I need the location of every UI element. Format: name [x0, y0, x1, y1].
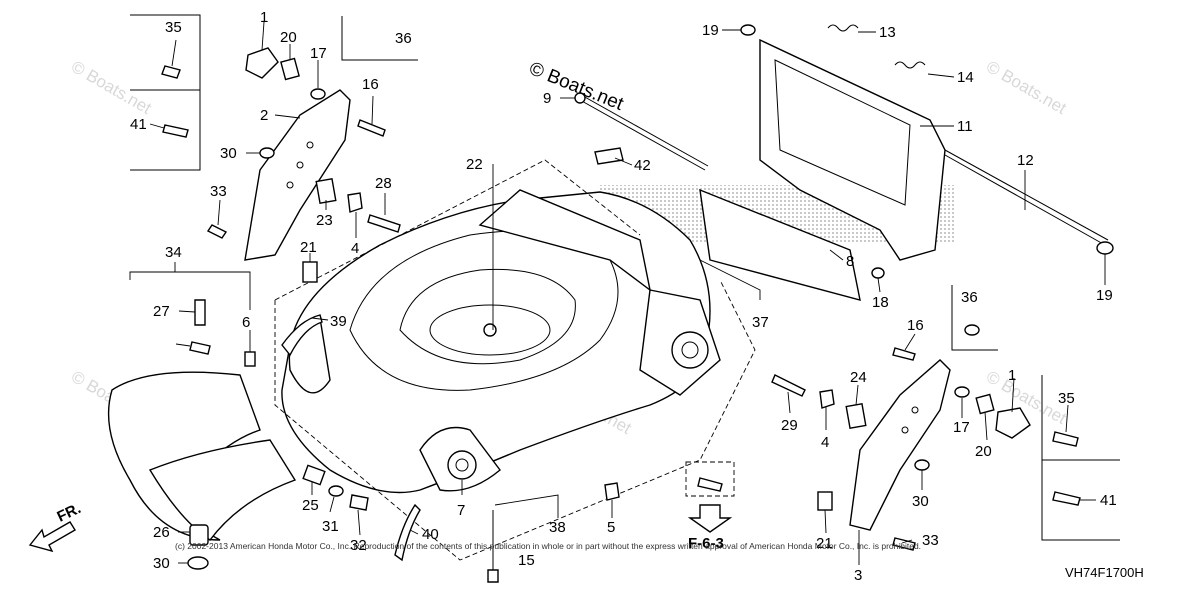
- right-side-parts: [487, 324, 1081, 583]
- callout-7: 7: [457, 502, 465, 519]
- callout-17-a: 17: [310, 45, 327, 62]
- callout-21-a: 21: [300, 239, 317, 256]
- callout-33-a: 33: [210, 183, 227, 200]
- callout-26: 26: [153, 524, 170, 541]
- callout-17-b: 17: [953, 419, 970, 436]
- inset-boxes: [130, 14, 1120, 541]
- callout-21-b: 21: [816, 535, 833, 552]
- callout-24: 24: [850, 369, 867, 386]
- callout-11: 11: [957, 118, 973, 135]
- callout-20-a: 20: [280, 29, 297, 46]
- callout-27: 27: [153, 303, 170, 320]
- leader-lines: [129, 21, 1106, 565]
- callout-39: 39: [330, 313, 347, 330]
- callout-40: 40: [422, 526, 439, 543]
- callout-42: 42: [634, 157, 651, 174]
- callout-labels: 35 1 20 17 36 41 2 16 30 33 23 28 4 21 3…: [130, 9, 1117, 584]
- callout-41-b: 41: [1100, 492, 1117, 509]
- callout-4-a: 4: [351, 240, 359, 257]
- diagram-code: VH74F1700H: [1065, 565, 1144, 580]
- callout-5: 5: [607, 519, 615, 536]
- deck-outline: [274, 159, 756, 561]
- callout-1-a: 1: [260, 9, 268, 26]
- callout-14: 14: [957, 69, 974, 86]
- callout-34: 34: [165, 244, 182, 261]
- callout-22: 22: [466, 156, 483, 173]
- mower-deck: [281, 189, 721, 494]
- callout-23: 23: [316, 212, 333, 229]
- left-side-parts: [107, 47, 421, 570]
- callout-35-b: 35: [1058, 390, 1075, 407]
- callout-37: 37: [752, 314, 769, 331]
- front-label: FR.: [55, 500, 84, 526]
- callout-16-a: 16: [362, 76, 379, 93]
- callout-19-b: 19: [1096, 287, 1113, 304]
- callout-36-b: 36: [961, 289, 978, 306]
- callout-9: 9: [543, 90, 551, 107]
- watermark-2: © Boats.net: [983, 57, 1070, 118]
- callout-19-a: 19: [702, 22, 719, 39]
- callout-30-b: 30: [912, 493, 929, 510]
- callout-30-c: 30: [153, 555, 170, 572]
- callout-15: 15: [518, 552, 535, 569]
- callout-3: 3: [854, 567, 862, 584]
- callout-30-a: 30: [220, 145, 237, 162]
- callout-29: 29: [781, 417, 798, 434]
- callout-6: 6: [242, 314, 250, 331]
- callout-35-a: 35: [165, 19, 182, 36]
- callout-20-b: 20: [975, 443, 992, 460]
- callout-1-b: 1: [1008, 367, 1016, 384]
- callout-16-b: 16: [907, 317, 924, 334]
- reference-label: F-6-3: [688, 535, 724, 552]
- callout-12: 12: [1017, 152, 1034, 169]
- watermark-main: © Boats.net: [526, 58, 627, 115]
- callout-2: 2: [260, 107, 268, 124]
- callout-33-b: 33: [922, 532, 939, 549]
- callout-4-b: 4: [821, 434, 829, 451]
- callout-8: 8: [846, 253, 854, 270]
- callout-36-a: 36: [395, 30, 412, 47]
- upper-right-parts: [574, 24, 1114, 301]
- copyright-text: (c) 2002-2013 American Honda Motor Co., …: [175, 541, 921, 551]
- callout-28: 28: [375, 175, 392, 192]
- watermark-1: © Boats.net: [68, 57, 155, 118]
- callout-41-a: 41: [130, 116, 147, 133]
- callout-25: 25: [302, 497, 319, 514]
- callout-38: 38: [549, 519, 566, 536]
- callout-32: 32: [350, 537, 367, 554]
- callout-13: 13: [879, 24, 896, 41]
- callout-18: 18: [872, 294, 889, 311]
- front-arrow-icon: FR.: [28, 500, 84, 553]
- callout-31: 31: [322, 518, 339, 535]
